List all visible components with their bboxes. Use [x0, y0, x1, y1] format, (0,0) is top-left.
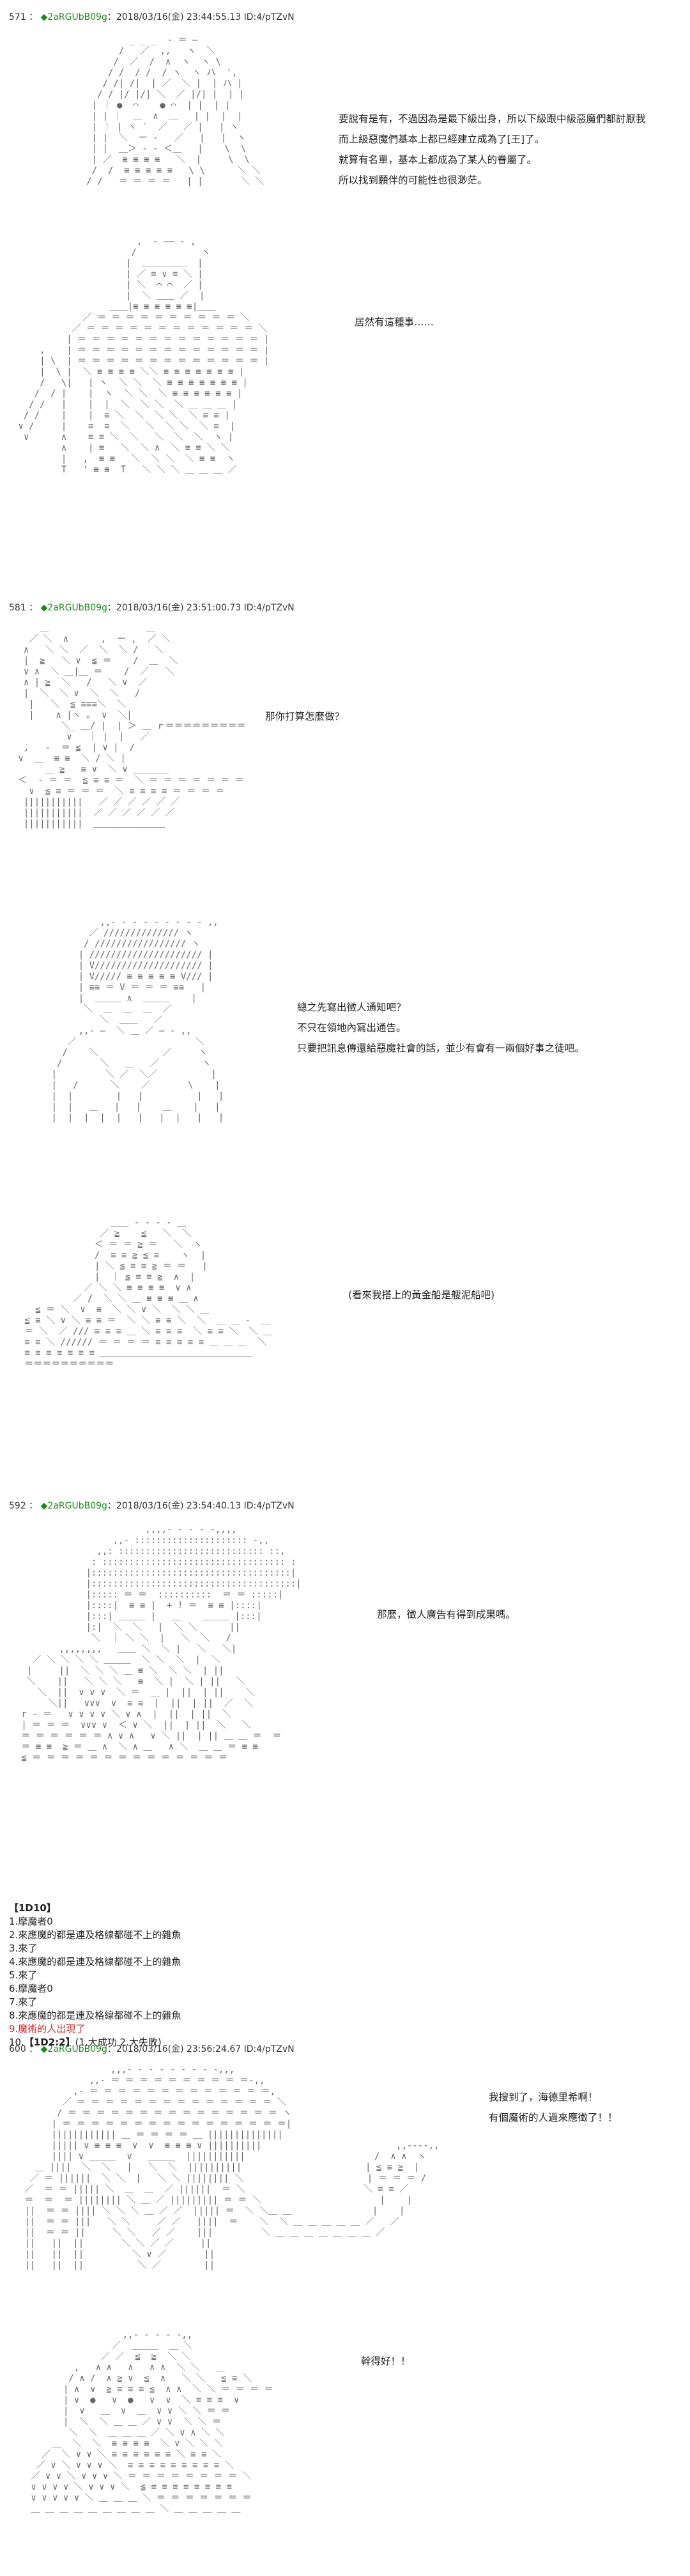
post-number: 592 — [9, 1501, 26, 1511]
dice-option: 7.來了 — [9, 1996, 38, 2008]
dice-option: 5.來了 — [9, 1969, 38, 1981]
post-number: 581 — [9, 603, 26, 613]
post-header: 600 ： ◆2aRGUbB09g：2018/03/16(金) 23:56:24… — [9, 2044, 295, 2054]
post-tripcode[interactable]: ◆2aRGUbB09g — [40, 603, 107, 613]
ascii-art-character-3: ＿ ＿ ／ ＼ ∧ , ー , ／ ＼ ∧ ＼ ＼ ／ ＼ ＼ / ＼ | ≧ … — [18, 623, 246, 829]
ascii-art-character-1: _ _ _ ‐ ＝ ― / ／ ,, ヽ ＼ / ／ / ∧ ヽ ヽ \ / /… — [86, 35, 264, 187]
dialog-block: 我搜到了，海德里希啊！ 有個魔術的人過來應徵了！！ — [489, 2091, 618, 2123]
dice-option: 6.摩魔者0 — [9, 1983, 53, 1994]
ascii-art-character-6: ,,,,‐ ‐ ‐ ‐ ‐,,,, ,,‐ ::::::::::::::::::… — [21, 1525, 302, 1763]
post-tripcode[interactable]: ◆2aRGUbB09g — [40, 1501, 107, 1511]
ascii-art-character-7: ,,,‐ ‐ ‐ ‐ ‐ ‐ ‐ ‐ ‐,,, ,,‐ ＝ ＝ ＝ ＝ ＝ ＝ … — [24, 2065, 440, 2270]
post-meta: 2018/03/16(金) 23:51:00.73 ID:4/pTZvN — [116, 603, 295, 613]
dialog-block: 總之先寫出徵人通知吧？ 不只在領地內寫出通告。 只要把訊息傳還給惡魔社會的話，並… — [297, 1002, 585, 1054]
ascii-art-character-5: ＿＿ ‐ ‐ ‐ ‐ ＿ ／ ≧ ≦ ＼ ＼ ＜ ＝ ＝ ≧ ＝ ＼ ヽ / ≡… — [24, 1218, 272, 1369]
dialog-block: 那麼，徵人廣告有得到成果嗎。 — [377, 1609, 516, 1620]
post-meta: 2018/03/16(金) 23:56:24.67 ID:4/pTZvN — [116, 2044, 295, 2054]
dialog-block: 要說有是有，不過因為是最下級出身，所以下級跟中級惡魔們都討厭我 而上級惡魔們基本… — [339, 113, 646, 186]
dice-roll-results: 【1D10】 1.摩魔者0 2.來應魔的都是連及格線都碰不上的雜魚 3.來了 4… — [9, 1902, 181, 2048]
dice-option: 4.來應魔的都是連及格線都碰不上的雜魚 — [9, 1956, 181, 1967]
dialog-block: 幹得好！！ — [361, 2355, 411, 2367]
dice-option: 8.來應魔的都是連及格線都碰不上的雜魚 — [9, 2010, 181, 2021]
dialog-block: 那你打算怎麼做？ — [265, 711, 345, 722]
post-tripcode[interactable]: ◆2aRGUbB09g — [40, 12, 107, 22]
dialog-block: 居然有這種事…… — [355, 316, 434, 328]
post-header: 571 ： ◆2aRGUbB09g：2018/03/16(金) 23:44:55… — [9, 12, 295, 22]
ascii-art-character-2: , ‐ ―― ‐ , / ヽ | ＿＿＿＿＿ | | ／ ≡ ∨ ≡ ＼ | |… — [18, 237, 270, 475]
post-number: 600 — [9, 2044, 26, 2054]
dice-option: 2.來應魔的都是連及格線都碰不上的雜魚 — [9, 1929, 181, 1941]
dialog-block: (看來我搭上的黃金船是艘泥船吧) — [348, 1289, 495, 1301]
post-meta: 2018/03/16(金) 23:44:55.13 ID:4/pTZvN — [116, 12, 295, 22]
dice-secondary-roll: 10.【1D2:2】(1.大成功 2.大失敗) — [9, 2037, 162, 2048]
post-meta: 2018/03/16(金) 23:54:40.13 ID:4/pTZvN — [116, 1501, 295, 1511]
post-header: 592 ： ◆2aRGUbB09g：2018/03/16(金) 23:54:40… — [9, 1501, 295, 1511]
dice-option-selected: 9.魔術的人出現了 — [9, 2023, 86, 2035]
dice-option: 1.摩魔者0 — [9, 1916, 53, 1927]
ascii-art-character-8: ,,‐ ‐ ‐ ‐ ‐,, ／ ＿＿＿ ＿ ＼ ／ ／ ≦ ≧ ＼ ＼ , ∧ … — [31, 2330, 273, 2514]
dice-option: 3.來了 — [9, 1943, 38, 1954]
post-header: 581 ： ◆2aRGUbB09g：2018/03/16(金) 23:51:00… — [9, 603, 295, 613]
post-tripcode[interactable]: ◆2aRGUbB09g — [40, 2044, 107, 2054]
ascii-art-character-4: ,,‐ ‐ ‐ ‐ ‐ ‐ ‐ ‐ ‐ ,, ／ ////////////// … — [51, 917, 224, 1123]
post-number: 571 — [9, 12, 26, 22]
